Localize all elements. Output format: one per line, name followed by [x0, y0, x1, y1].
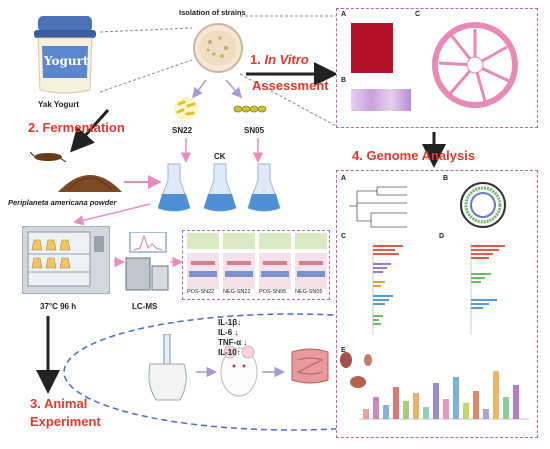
panel-letter-a-genome: A: [341, 175, 347, 182]
pos-sn05-label: POS-SN05: [259, 289, 287, 295]
kegg-bar-chart: [347, 243, 435, 341]
panel-letter-c-genome: C: [341, 233, 347, 240]
step-3-line1: 3. Animal: [30, 396, 88, 411]
phylogenetic-tree: [347, 183, 427, 229]
strain-sn05-illustration: [230, 96, 270, 122]
step-1-label: 1. In Vitro: [250, 52, 309, 67]
pos-sn22-label: POS-SN22: [187, 289, 215, 295]
heatmap-purple-block: [351, 89, 411, 111]
cockroach-icon: [30, 150, 66, 164]
lcms-label: LC-MS: [132, 302, 158, 311]
il1b-label: IL-1β↓: [218, 318, 242, 327]
fermentation-flasks: [158, 162, 282, 214]
strain-sn22-label: SN22: [172, 126, 193, 135]
hand-syringe-illustration: [140, 334, 196, 402]
powder-pile-illustration: [58, 164, 122, 194]
il6-label: IL-6 ↓: [218, 328, 239, 337]
organ-illustrations: [338, 350, 378, 390]
isolation-label: Isolation of strains: [179, 8, 246, 17]
panel-letter-a: A: [341, 11, 347, 18]
in-vitro-panel: A B C: [336, 8, 538, 128]
step-4-label: 4. Genome Analysis: [352, 148, 476, 163]
step-1-number: 1.: [250, 52, 261, 67]
strain-sn22-illustration: [170, 96, 202, 122]
panel-letter-e-genome: E: [341, 347, 346, 354]
panel-letter-b: B: [341, 77, 347, 84]
cytokine-list: IL-1β↓ IL-6 ↓ TNF-α ↓ IL-10↑: [218, 318, 278, 366]
step-1-word: Assessment: [252, 78, 329, 93]
ck-label: CK: [214, 152, 226, 161]
panel-letter-d-genome: D: [439, 233, 445, 240]
circular-genome-map: [457, 179, 509, 231]
mouse-illustration: [214, 338, 264, 400]
yak-yogurt-label: Yak Yogurt: [38, 100, 80, 109]
yogurt-jar-illustration: Yogurt: [32, 16, 98, 96]
heatmap-red-block: [351, 23, 393, 73]
genome-analysis-panel: A B C D: [336, 170, 538, 438]
neg-sn22-label: NEG-SN22: [223, 289, 251, 295]
intestine-illustration: [288, 346, 332, 386]
tnfa-label: TNF-α ↓: [218, 338, 248, 347]
strain-sn05-label: SN05: [244, 126, 265, 135]
incubation-label: 37°C 96 h: [40, 302, 77, 311]
step-3-line2: Experiment: [30, 414, 101, 429]
step-2-label: 2. Fermentation: [28, 120, 125, 135]
panel-letter-b-genome: B: [443, 175, 449, 182]
metabolomics-volcano-plots: POS-SN22 NEG-SN22 POS-SN05 NEG-SN05: [182, 230, 330, 300]
incubator-illustration: [22, 226, 110, 294]
cog-bar-chart: [349, 357, 531, 427]
panel-letter-c: C: [415, 11, 421, 18]
neg-sn05-label: NEG-SN05: [295, 289, 323, 295]
step-1-italic: In Vitro: [264, 52, 309, 67]
go-bar-chart: [447, 243, 533, 341]
lcms-instrument-illustration: [124, 232, 170, 292]
circular-chart: [429, 19, 521, 111]
powder-label: Periplaneta americana powder: [8, 198, 117, 207]
il10-label: IL-10↑: [218, 348, 241, 357]
yogurt-jar-label: Yogurt: [44, 54, 89, 68]
petri-dish-illustration: [192, 22, 244, 74]
